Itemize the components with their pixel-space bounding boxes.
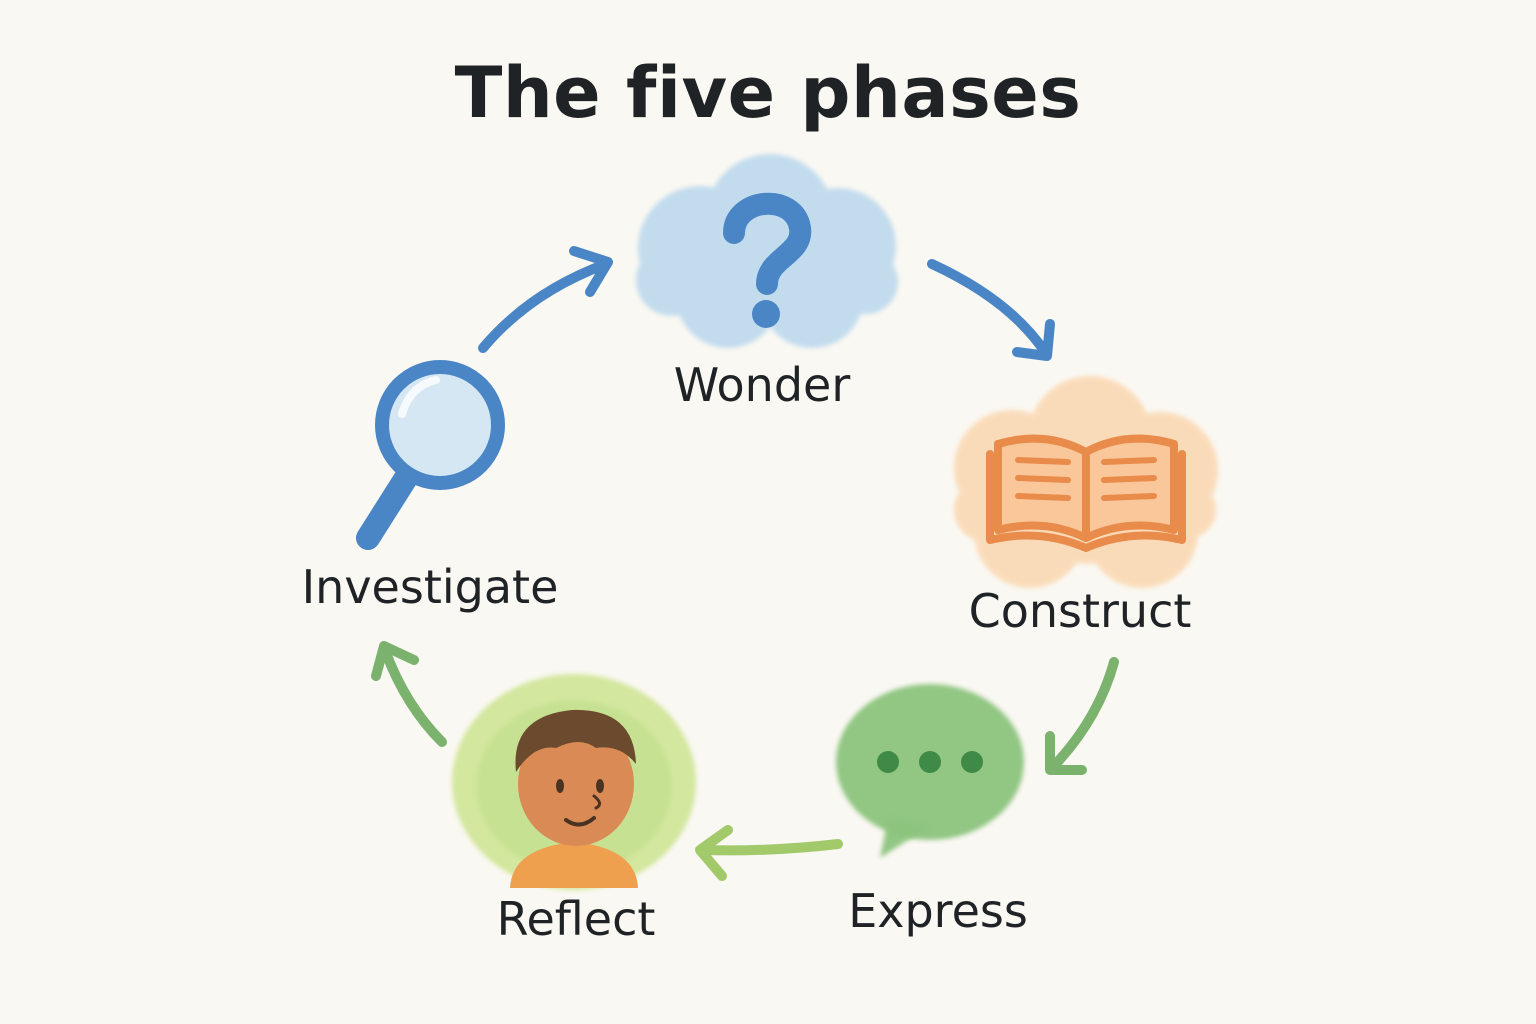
arrow-construct-to-express — [1045, 657, 1119, 775]
wonder-phase-graphic — [636, 154, 898, 348]
magnifying-glass-icon — [356, 360, 505, 550]
phase-label-investigate: Investigate — [301, 560, 559, 614]
phase-label-wonder: Wonder — [673, 358, 851, 412]
phase-label-express: Express — [848, 884, 1028, 938]
phase-label-reflect: Reflect — [496, 892, 656, 946]
question-mark-icon — [723, 192, 812, 328]
construct-phase-graphic — [954, 376, 1218, 588]
diagram-title: The five phases — [454, 52, 1082, 134]
arrow-investigate-to-wonder — [478, 246, 613, 353]
express-phase-graphic — [836, 684, 1024, 858]
arrow-reflect-to-investigate — [371, 641, 447, 747]
arrow-express-to-reflect — [695, 825, 843, 881]
open-book-icon — [986, 434, 1186, 552]
investigate-phase-graphic — [356, 360, 505, 550]
child-face-icon — [510, 709, 638, 888]
reflect-phase-graphic — [452, 674, 696, 890]
arrow-wonder-to-construct — [927, 259, 1055, 361]
phase-label-construct: Construct — [968, 584, 1192, 638]
ellipsis-dots-icon — [877, 751, 983, 773]
